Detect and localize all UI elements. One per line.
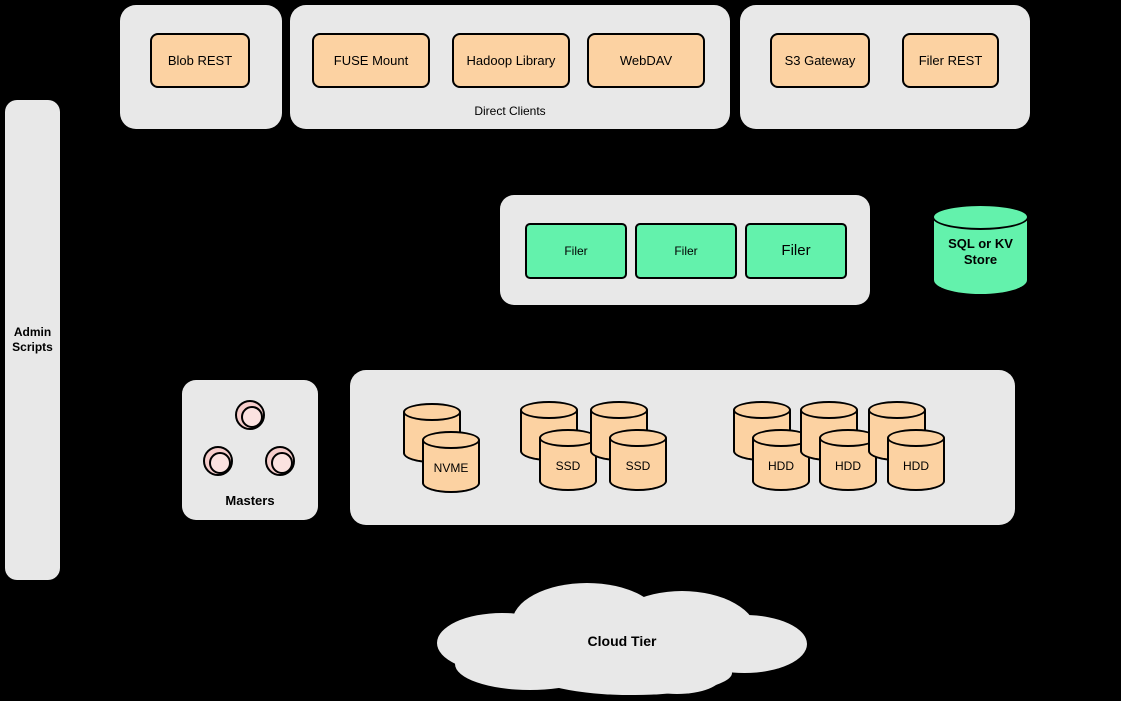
cylinder-body bbox=[609, 438, 667, 491]
node-hadoop-library-label: Hadoop Library bbox=[466, 52, 556, 68]
node-s3-gateway-label: S3 Gateway bbox=[784, 52, 856, 68]
node-webdav-label: WebDAV bbox=[619, 52, 673, 68]
cylinder-top bbox=[403, 403, 461, 421]
cylinder-top bbox=[932, 204, 1029, 230]
admin-scripts-label: Admin Scripts bbox=[12, 325, 53, 354]
node-fuse-mount: FUSE Mount bbox=[312, 33, 430, 88]
cylinder-top bbox=[887, 429, 945, 447]
disk-cylinder-front: HDD bbox=[887, 429, 945, 491]
disk-label: SSD bbox=[625, 459, 651, 473]
node-s3-gateway: S3 Gateway bbox=[770, 33, 870, 88]
disk-cylinder-front: NVME bbox=[422, 431, 480, 493]
disk-cylinder-front: SSD bbox=[609, 429, 667, 491]
node-hadoop-library: Hadoop Library bbox=[452, 33, 570, 88]
filer-node-label: Filer bbox=[674, 243, 698, 258]
node-fuse-mount-label: FUSE Mount bbox=[333, 52, 409, 68]
sql-kv-store-cylinder: SQL or KV Store bbox=[932, 204, 1029, 296]
filer-node-label: Filer bbox=[781, 242, 811, 259]
cloud-tier: Cloud Tier bbox=[437, 583, 807, 695]
cylinder-body bbox=[932, 217, 1029, 296]
filer-node-label: Filer bbox=[564, 243, 588, 258]
node-blob-rest-label: Blob REST bbox=[167, 52, 233, 68]
hdd-stack: HDD bbox=[868, 401, 946, 496]
filer-node: Filer bbox=[745, 223, 847, 279]
filer-node: Filer bbox=[635, 223, 737, 279]
volume-servers-panel: NVME SSD SSD bbox=[350, 370, 1015, 525]
direct-clients-caption: Direct Clients bbox=[474, 104, 546, 118]
cylinder-top bbox=[800, 401, 858, 419]
disk-cylinder-front: SSD bbox=[539, 429, 597, 491]
master-node-icon bbox=[235, 400, 265, 430]
cylinder-top bbox=[422, 431, 480, 449]
filer-node: Filer bbox=[525, 223, 627, 279]
disk-label: HDD bbox=[835, 459, 861, 473]
master-node-icon bbox=[203, 446, 233, 476]
cloud-tier-label: Cloud Tier bbox=[587, 633, 657, 649]
node-blob-rest: Blob REST bbox=[150, 33, 250, 88]
masters-caption: Masters bbox=[225, 493, 275, 508]
cylinder-top bbox=[539, 429, 597, 447]
cylinder-top bbox=[590, 401, 648, 419]
direct-clients-group: FUSE Mount Hadoop Library WebDAV Direct … bbox=[290, 5, 730, 129]
ssd-stack: SSD bbox=[520, 401, 598, 496]
cylinder-top bbox=[609, 429, 667, 447]
cylinder-top bbox=[733, 401, 791, 419]
disk-label: HDD bbox=[903, 459, 929, 473]
admin-scripts-bar: Admin Scripts bbox=[5, 100, 60, 580]
cloud-bump bbox=[632, 658, 722, 694]
disk-label: SSD bbox=[555, 459, 581, 473]
ssd-stack: SSD bbox=[590, 401, 668, 496]
nvme-stack: NVME bbox=[403, 403, 481, 498]
hdd-stack: HDD bbox=[733, 401, 811, 496]
filer-cluster-panel: Filer Filer Filer bbox=[500, 195, 870, 305]
blob-rest-group: Blob REST bbox=[120, 5, 282, 129]
masters-panel: Masters bbox=[182, 380, 318, 520]
node-filer-rest-label: Filer REST bbox=[918, 52, 983, 68]
master-node-icon bbox=[265, 446, 295, 476]
disk-label: HDD bbox=[768, 459, 794, 473]
cylinder-top bbox=[520, 401, 578, 419]
node-filer-rest: Filer REST bbox=[902, 33, 999, 88]
disk-cylinder-front: HDD bbox=[819, 429, 877, 491]
hdd-stack: HDD bbox=[800, 401, 878, 496]
disk-label: NVME bbox=[433, 461, 469, 475]
sql-kv-store-label: SQL or KV Store bbox=[948, 236, 1013, 268]
cylinder-top bbox=[868, 401, 926, 419]
gateway-group: S3 Gateway Filer REST bbox=[740, 5, 1030, 129]
disk-cylinder-front: HDD bbox=[752, 429, 810, 491]
node-webdav: WebDAV bbox=[587, 33, 705, 88]
